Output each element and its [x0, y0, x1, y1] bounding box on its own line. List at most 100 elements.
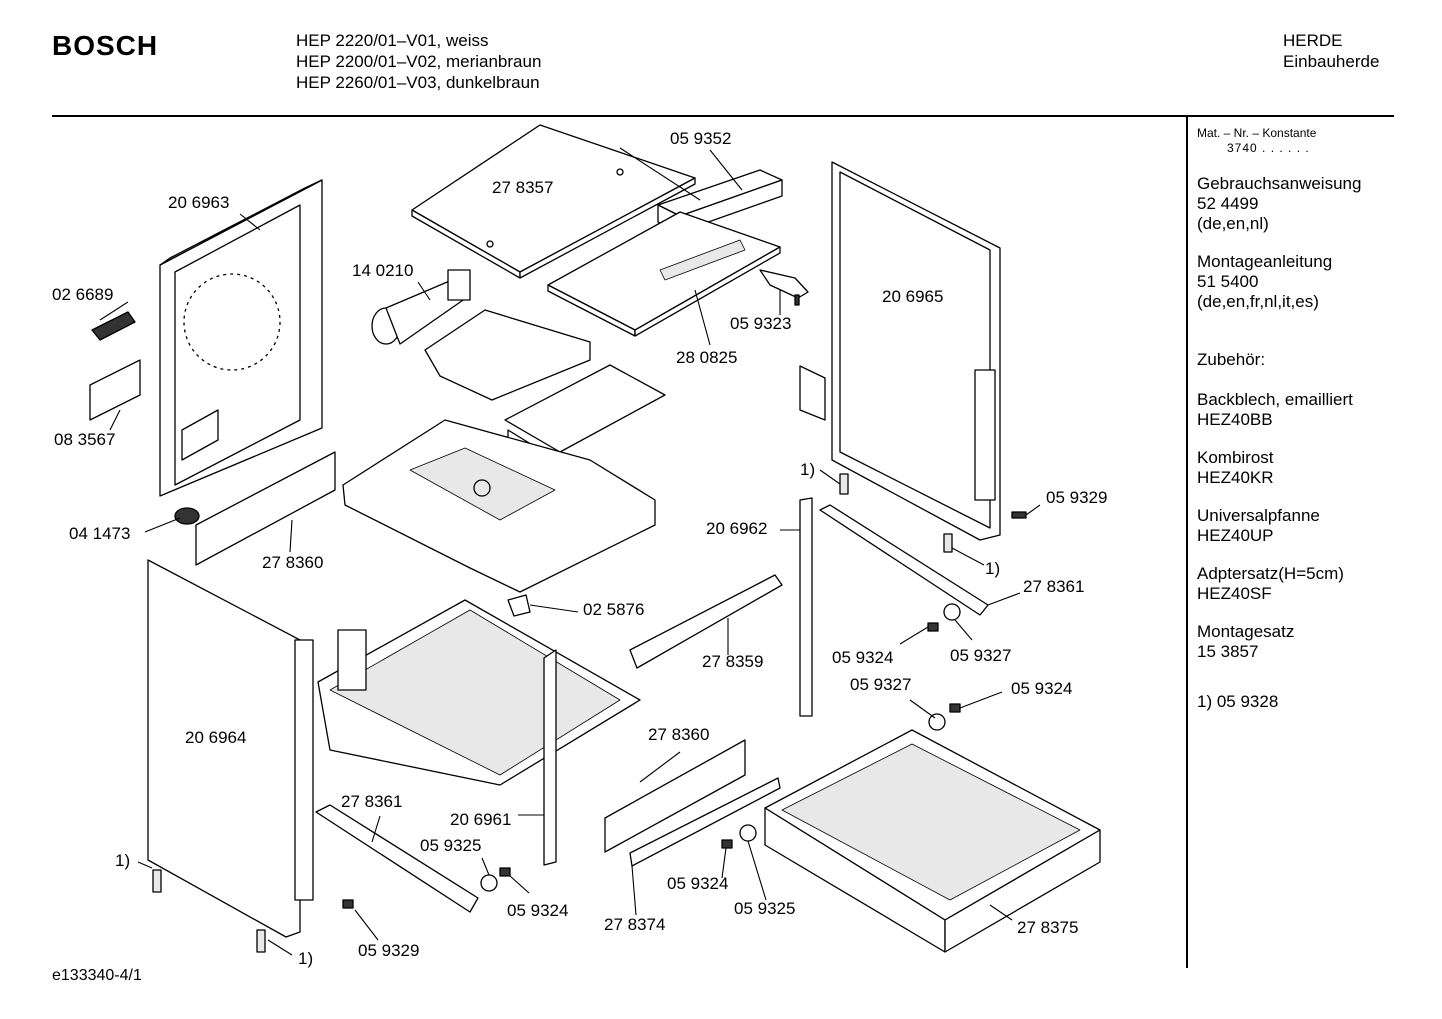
sidebar-text: HEZ40UP	[1197, 526, 1274, 545]
screw-part	[1011, 511, 1027, 519]
top-cover-part	[411, 124, 696, 279]
part-label-059327: 05 9327	[950, 646, 1012, 665]
sidebar-text: Universalpfanne	[1197, 506, 1320, 525]
sidebar-text: Kombirost	[1197, 448, 1274, 467]
part-label-278374: 27 8374	[604, 915, 666, 934]
part-label-059324: 05 9324	[1011, 679, 1073, 698]
rail-part	[604, 739, 746, 853]
sidebar-text: (de,en,nl)	[1197, 214, 1269, 233]
category-line: HERDE	[1283, 31, 1343, 50]
sidebar-block-assembly: Montageanleitung 51 5400 (de,en,fr,nl,it…	[1197, 252, 1361, 312]
sidebar-text: 1) 05 9328	[1197, 692, 1279, 711]
part-label-278375: 27 8375	[1017, 918, 1079, 937]
model-line: HEP 2260/01–V03, dunkelbraun	[296, 73, 540, 92]
part-label-278357: 27 8357	[492, 178, 554, 197]
part-label-206962: 20 6962	[706, 519, 768, 538]
sidebar-text: 15 3857	[1197, 642, 1259, 661]
mat-number-value: 3740 . . . . . .	[1227, 141, 1310, 155]
frame-tray-part	[547, 211, 781, 337]
guide-rail-part	[629, 574, 783, 669]
nut-part	[739, 824, 757, 842]
sidebar-block-manual: Gebrauchsanweisung 52 4499 (de,en,nl)	[1197, 174, 1361, 234]
part-label-278361: 27 8361	[1023, 577, 1085, 596]
document-id: e133340-4/1	[52, 967, 142, 984]
part-label-278361: 27 8361	[341, 792, 403, 811]
sidebar-text: (de,en,fr,nl,it,es)	[1197, 292, 1319, 311]
nut-part	[928, 713, 946, 731]
footnote-marker: 1)	[298, 949, 314, 968]
screw-part	[721, 839, 733, 849]
oven-cavity-part	[342, 309, 666, 593]
screw-part	[499, 867, 511, 877]
sidebar-text: Montageanleitung	[1197, 252, 1333, 271]
part-label-140210: 14 0210	[352, 261, 414, 280]
footnote-marker: 1)	[985, 559, 1001, 578]
parts-sidebar: Mat. – Nr. – Konstante 3740 . . . . . . …	[1197, 126, 1361, 712]
part-label-059323: 05 9323	[730, 314, 792, 333]
small-bracket-part	[759, 269, 809, 306]
sidebar-block-mounting-set: Montagesatz 15 3857	[1197, 622, 1361, 662]
brand-logo: BOSCH	[52, 30, 159, 61]
sidebar-text: Montagesatz	[1197, 622, 1295, 641]
knob-part	[174, 507, 200, 525]
mat-number-label: Mat. – Nr. – Konstante	[1197, 126, 1317, 140]
screw-part	[949, 703, 961, 713]
sidebar-divider	[1186, 117, 1188, 968]
part-label-059325: 05 9325	[420, 836, 482, 855]
part-label-059324: 05 9324	[667, 874, 729, 893]
side-panel-left-part	[147, 559, 314, 938]
hinge-bracket-part	[799, 365, 826, 421]
sidebar-text: Zubehör:	[1197, 350, 1266, 369]
vertical-rail-part	[799, 497, 813, 717]
part-label-278359: 27 8359	[702, 652, 764, 671]
fan-motor-part	[371, 269, 471, 345]
part-label-278360: 27 8360	[648, 725, 710, 744]
part-label-206964: 20 6964	[185, 728, 247, 747]
spring-part	[152, 869, 162, 893]
category-line: Einbauherde	[1283, 52, 1380, 71]
sidebar-text: HEZ40KR	[1197, 468, 1274, 487]
rail-part	[629, 777, 781, 867]
part-label-059329: 05 9329	[1046, 488, 1108, 507]
part-label-278360: 27 8360	[262, 553, 324, 572]
part-label-059352: 05 9352	[670, 129, 732, 148]
part-label-059324: 05 9324	[832, 648, 894, 667]
part-label-026689: 02 6689	[52, 285, 114, 304]
part-label-083567: 08 3567	[54, 430, 116, 449]
sidebar-text: Gebrauchsanweisung	[1197, 174, 1362, 193]
sidebar-block-combi-rack: Kombirost HEZ40KR	[1197, 448, 1361, 488]
model-line: HEP 2200/01–V02, merianbraun	[296, 52, 542, 71]
base-frame-part	[317, 599, 641, 786]
part-label-206961: 20 6961	[450, 810, 512, 829]
sidebar-text: Backblech, emailliert	[1197, 390, 1353, 409]
telescopic-rail-part	[315, 804, 479, 913]
part-label-059324: 05 9324	[507, 901, 569, 920]
spring-part	[839, 473, 849, 495]
sidebar-block-adapter-set: Adptersatz(H=5cm) HEZ40SF	[1197, 564, 1361, 604]
part-label-206963: 20 6963	[168, 193, 230, 212]
mounting-plate-part	[89, 359, 141, 421]
spring-part	[256, 929, 266, 953]
part-label-059327: 05 9327	[850, 675, 912, 694]
clip-part	[91, 311, 136, 341]
part-label-280825: 28 0825	[676, 348, 738, 367]
footnote-marker: 1)	[800, 460, 816, 479]
exploded-view-drawing	[89, 124, 1101, 956]
sidebar-block-universal-pan: Universalpfanne HEZ40UP	[1197, 506, 1361, 546]
part-label-041473: 04 1473	[69, 524, 131, 543]
sidebar-text: Adptersatz(H=5cm)	[1197, 564, 1344, 583]
sidebar-text: 52 4499	[1197, 194, 1259, 213]
nut-part	[943, 603, 961, 621]
vertical-rail-part	[543, 649, 557, 866]
rail-part	[195, 451, 336, 566]
back-panel-part	[159, 179, 323, 497]
part-label-059325: 05 9325	[734, 899, 796, 918]
product-category: HERDE Einbauherde	[1283, 30, 1379, 72]
clip-part	[507, 594, 531, 617]
screw-part	[342, 899, 354, 909]
part-label-206965: 20 6965	[882, 287, 944, 306]
sidebar-text: HEZ40BB	[1197, 410, 1273, 429]
drawer-part	[764, 729, 1101, 953]
part-label-025876: 02 5876	[583, 600, 645, 619]
sidebar-block-baking-tray: Backblech, emailliert HEZ40BB	[1197, 390, 1361, 430]
